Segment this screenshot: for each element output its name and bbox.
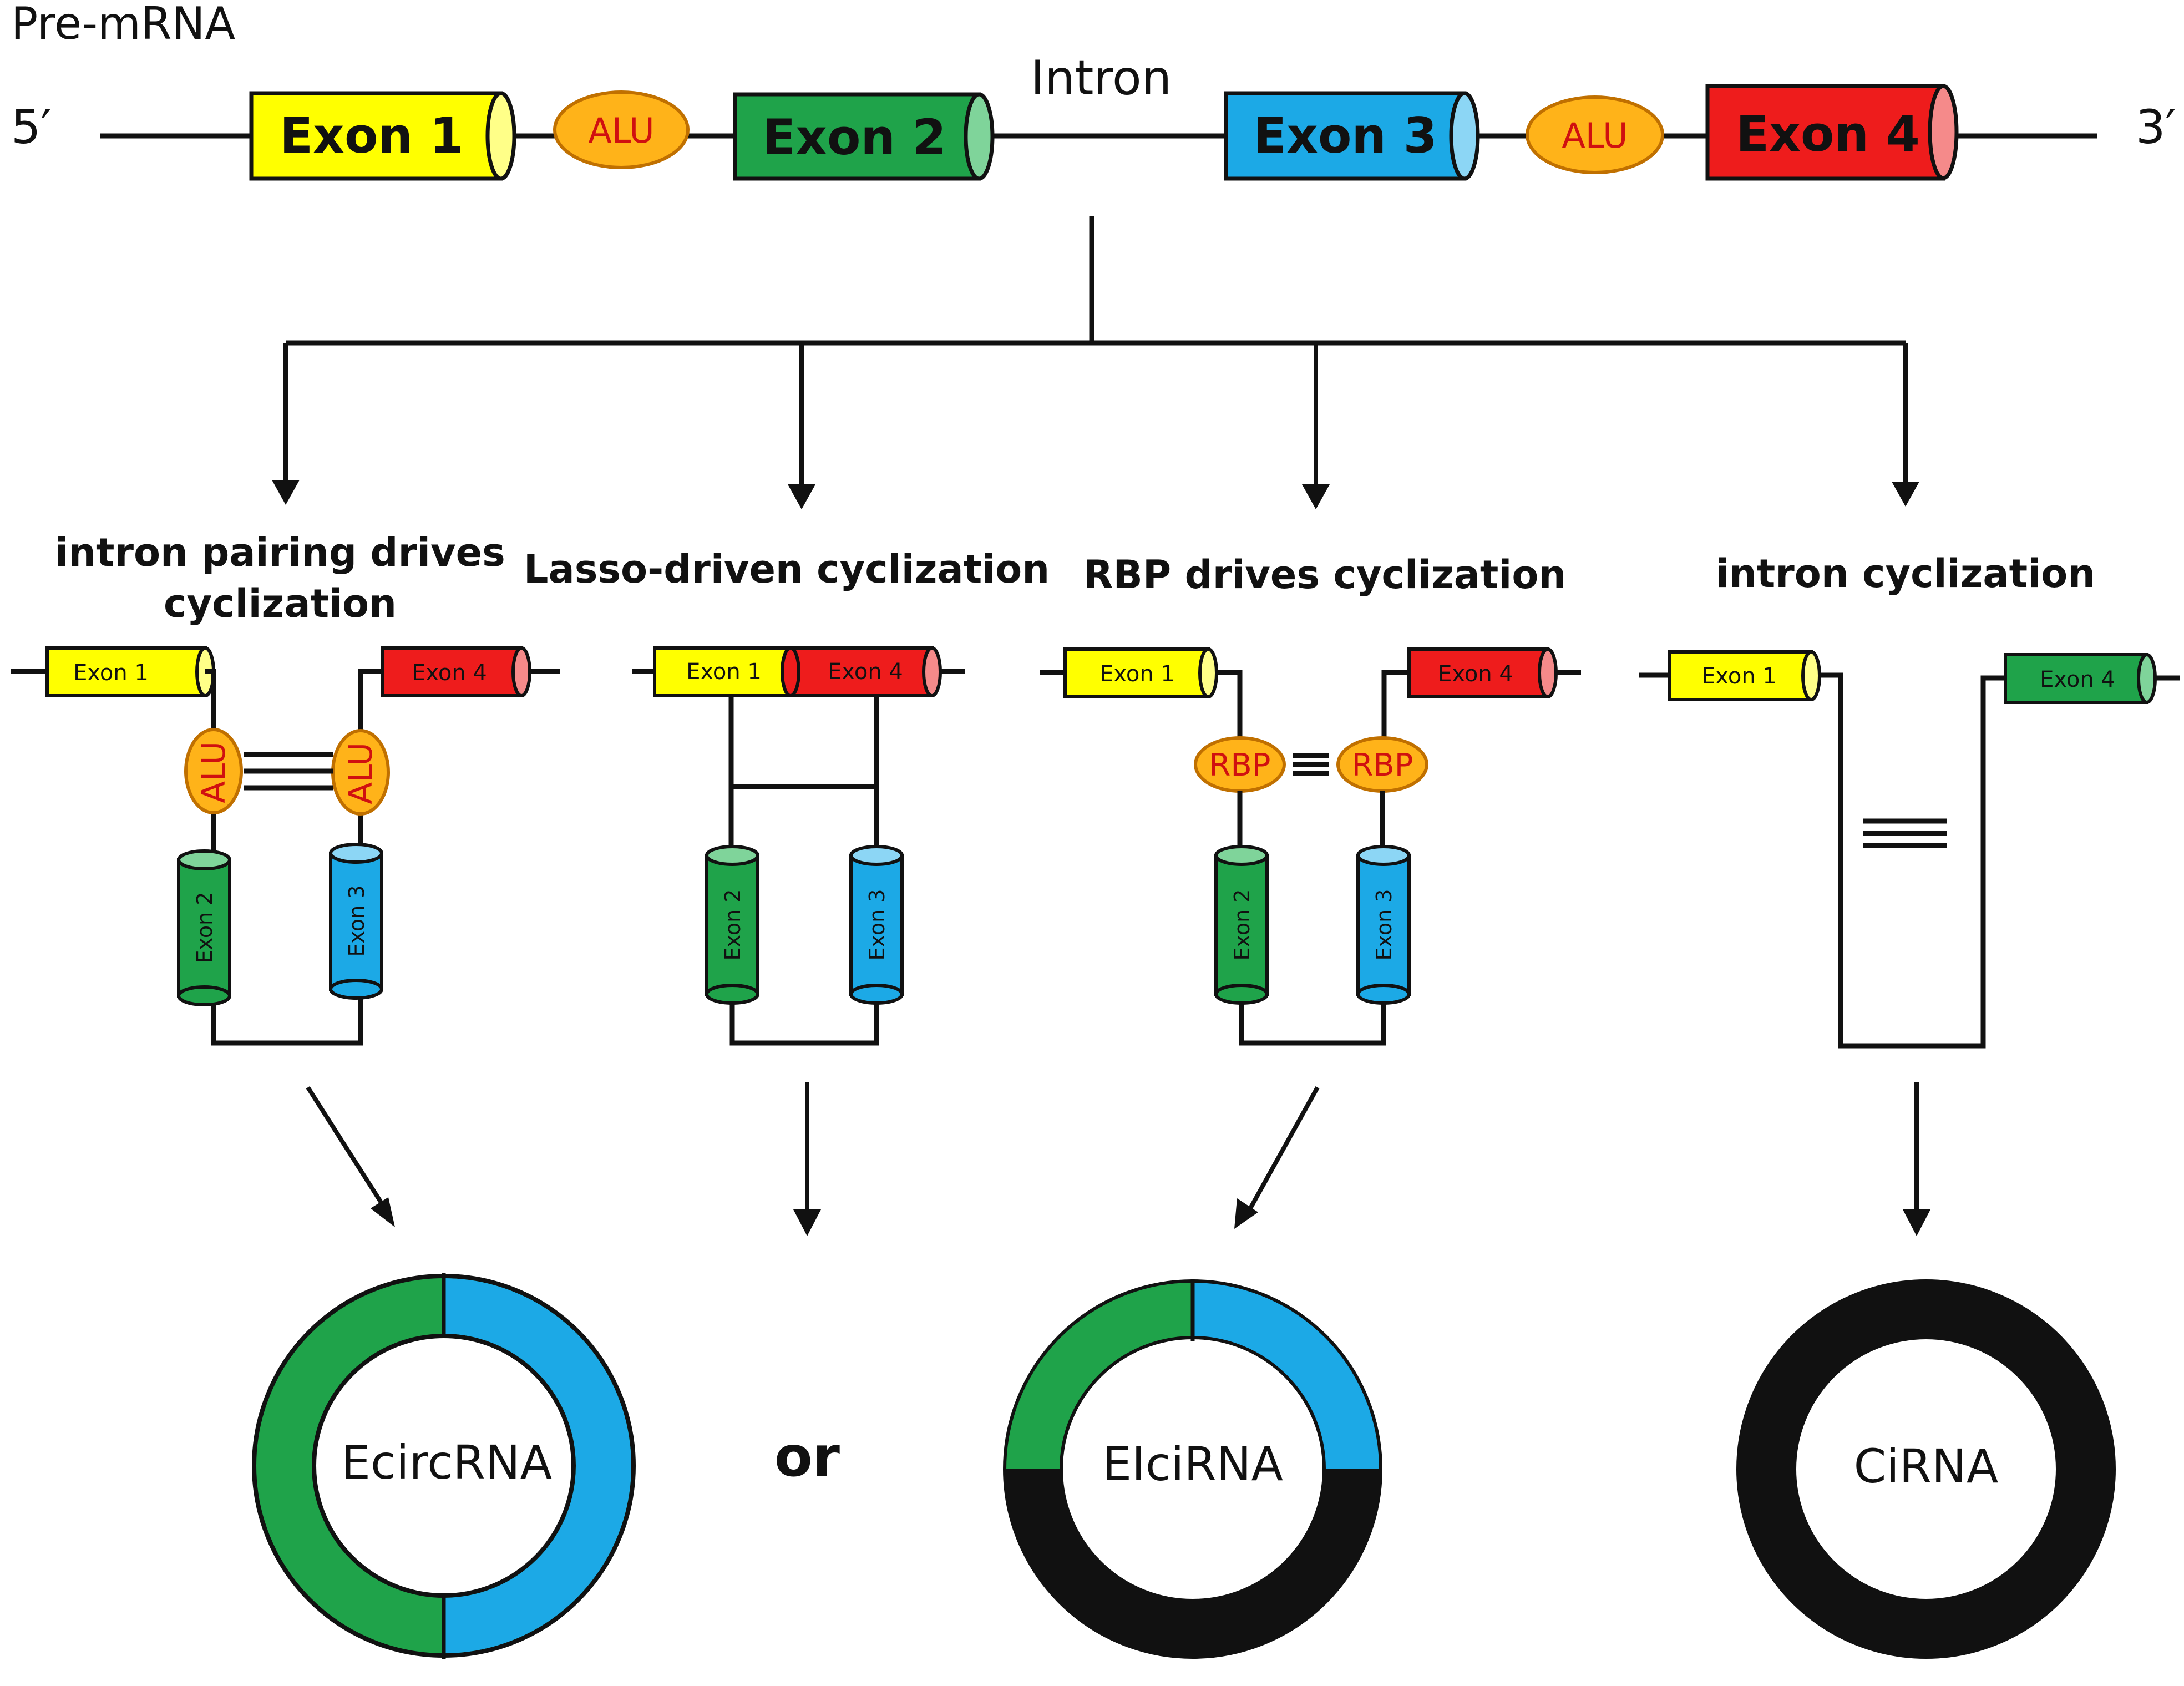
path-3-binding-lines xyxy=(1293,753,1329,776)
path-1-exon-2: Exon 2 xyxy=(177,849,231,1006)
path-4-title: intron cyclization xyxy=(1716,551,2095,596)
five-prime-label: 5′ xyxy=(11,100,52,154)
path-4-intron-cyclization: Exon 1 Exon 4 xyxy=(1639,650,2180,1049)
path-1-exon-4-label: Exon 4 xyxy=(412,660,487,686)
product-eicirna: EIciRNA xyxy=(1003,1279,1382,1659)
path-3-rbp-left-label: RBP xyxy=(1209,747,1270,783)
eicirna-label: EIciRNA xyxy=(1102,1437,1283,1491)
path-2-exon-1-label: Exon 1 xyxy=(686,659,762,685)
intron-label: Intron xyxy=(1031,50,1172,106)
path-4-exon-1: Exon 1 xyxy=(1668,650,1821,701)
alu-1-label: ALU xyxy=(588,110,654,151)
path-2-lasso: Exon 1 Exon 4 Exon 2 Exon 3 xyxy=(632,646,965,1046)
path-3-rbp: Exon 1 Exon 4 RBP RBP Exon 2 xyxy=(1040,647,1581,1046)
pre-mrna-title: Pre-mRNA xyxy=(11,0,235,49)
pre-mrna-alu-1: ALU xyxy=(553,90,690,169)
exon-1-label: Exon 1 xyxy=(280,107,464,164)
pre-mrna-exon-4: Exon 4 xyxy=(1705,84,1959,181)
path-3-exon-1: Exon 1 xyxy=(1063,647,1218,698)
path-4-exon-4-label: Exon 4 xyxy=(2040,667,2115,692)
path-3-exon-2-label: Exon 2 xyxy=(1230,889,1254,961)
path-1-alu-left-label: ALU xyxy=(195,741,232,803)
path-1-exon-3: Exon 3 xyxy=(329,843,383,1000)
path-3-rbp-left: RBP xyxy=(1194,736,1286,793)
path-4-exon-4: Exon 4 xyxy=(2004,653,2157,704)
path-2-exon-2-label: Exon 2 xyxy=(721,889,745,961)
path-2-exon-3: Exon 3 xyxy=(849,845,904,1005)
branch-tree xyxy=(272,216,1919,509)
path-1-title-line-2: cyclization xyxy=(164,581,397,626)
pre-mrna-alu-2: ALU xyxy=(1526,95,1664,174)
product-cirna: CiRNA xyxy=(1736,1279,2116,1659)
exon-4-label: Exon 4 xyxy=(1736,105,1920,163)
path-4-exon-1-label: Exon 1 xyxy=(1701,664,1777,689)
path-2-exon-1: Exon 1 xyxy=(653,646,792,697)
path-1-title-line-1: intron pairing drives xyxy=(55,530,505,575)
three-prime-label: 3′ xyxy=(2136,100,2176,154)
exon-3-label: Exon 3 xyxy=(1253,107,1437,164)
pre-mrna-exon-3: Exon 3 xyxy=(1224,91,1480,181)
product-arrows xyxy=(306,1082,1930,1236)
path-1-alu-left: ALU xyxy=(184,728,243,814)
path-4-binding-lines xyxy=(1863,818,1947,848)
path-1-alu-right: ALU xyxy=(331,729,390,816)
path-3-exon-3: Exon 3 xyxy=(1356,845,1411,1005)
or-label: or xyxy=(774,1424,840,1489)
ecircrna-label: EcircRNA xyxy=(341,1435,552,1490)
path-1-exon-4: Exon 4 xyxy=(381,646,531,697)
path-2-exon-3-label: Exon 3 xyxy=(865,889,889,961)
path-1-exon-1: Exon 1 xyxy=(45,646,215,697)
path-3-rbp-right: RBP xyxy=(1336,736,1428,793)
product-ecircrna: EcircRNA xyxy=(252,1273,636,1659)
cirna-label: CiRNA xyxy=(1854,1439,1999,1493)
path-2-exon-4: Exon 4 xyxy=(781,646,942,697)
path-3-exon-1-label: Exon 1 xyxy=(1099,661,1175,687)
path-2-title: Lasso-driven cyclization xyxy=(524,546,1050,592)
exon-2-label: Exon 2 xyxy=(762,109,946,166)
path-2-exon-2: Exon 2 xyxy=(705,845,759,1005)
path-1-intron-pairing: Exon 1 Exon 4 ALU ALU Exon xyxy=(11,646,560,1046)
path-3-exon-3-label: Exon 3 xyxy=(1372,889,1396,961)
path-1-alu-right-label: ALU xyxy=(342,742,379,804)
path-1-exon-1-label: Exon 1 xyxy=(73,660,149,686)
path-3-exon-4-label: Exon 4 xyxy=(1438,661,1513,687)
pre-mrna-exon-2: Exon 2 xyxy=(733,92,995,181)
alu-2-label: ALU xyxy=(1562,115,1628,156)
path-1-pairing-lines xyxy=(244,752,333,791)
path-3-exon-2: Exon 2 xyxy=(1214,845,1269,1005)
path-1-exon-3-label: Exon 3 xyxy=(344,885,369,957)
pre-mrna-exon-1: Exon 1 xyxy=(249,91,516,181)
path-2-exon-4-label: Exon 4 xyxy=(828,659,903,685)
path-1-exon-2-label: Exon 2 xyxy=(192,892,217,964)
path-3-rbp-right-label: RBP xyxy=(1351,747,1413,783)
path-3-exon-4: Exon 4 xyxy=(1407,647,1558,698)
path-3-title: RBP drives cyclization xyxy=(1083,552,1567,598)
